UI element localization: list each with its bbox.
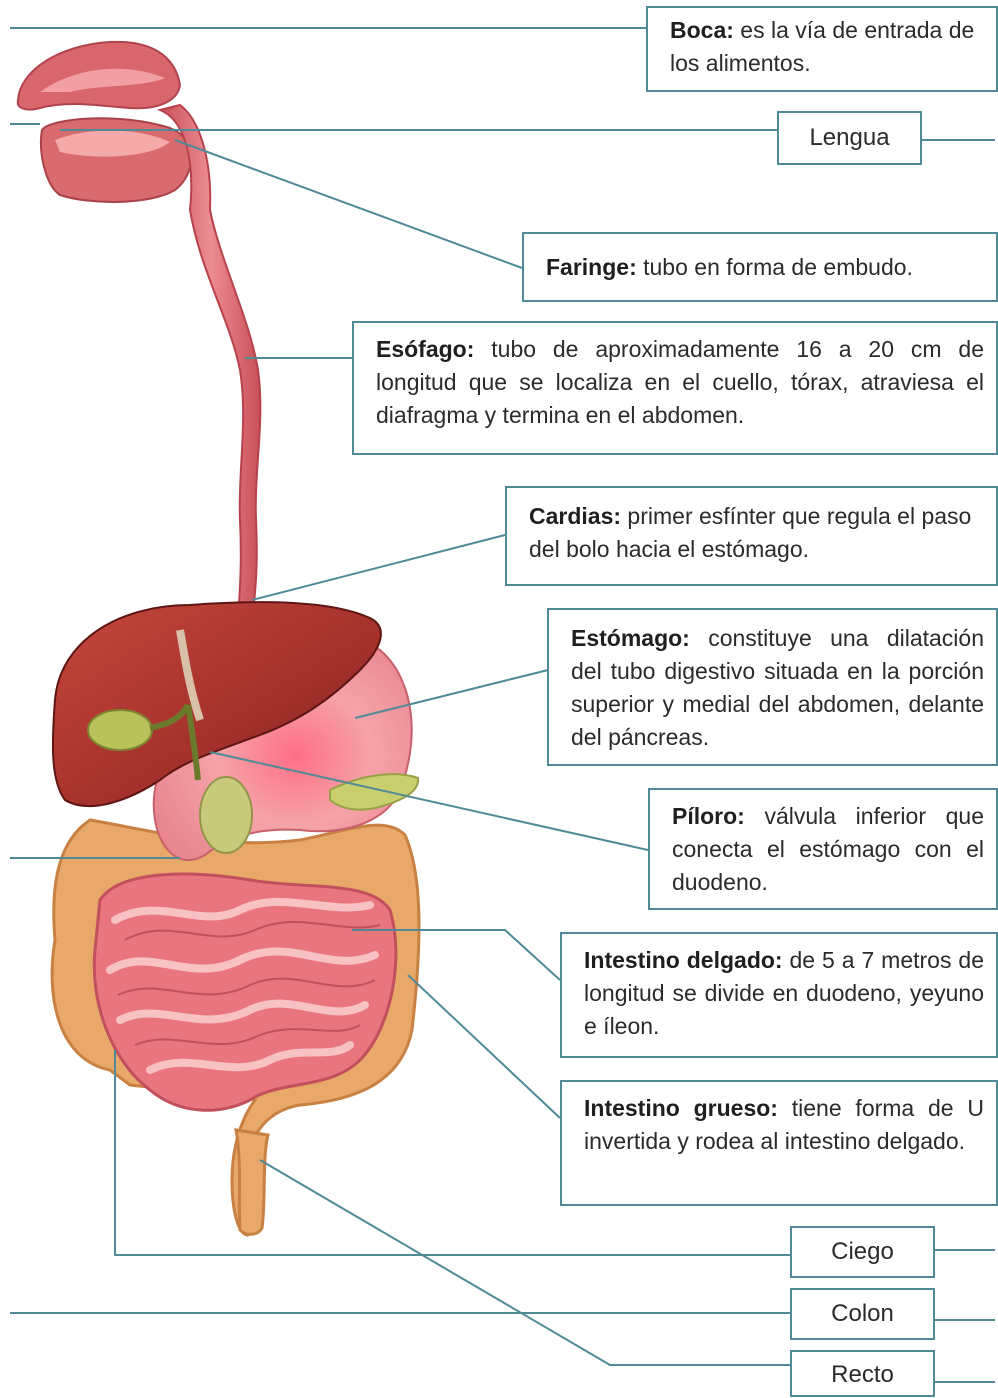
duodenum-illustration	[200, 777, 252, 853]
text-colon: Colon	[831, 1300, 894, 1327]
text-faringe: tubo en forma de embudo.	[637, 254, 913, 280]
leader-line-cardias	[252, 535, 505, 600]
text-recto: Recto	[831, 1361, 894, 1388]
term-faringe: Faringe:	[546, 254, 637, 280]
term-boca: Boca:	[670, 17, 734, 43]
label-box-esofago: Esófago: tubo de aproximadamente 16 a 20…	[352, 321, 998, 455]
term-esofago: Esófago:	[376, 336, 474, 362]
text-lengua: Lengua	[809, 124, 889, 151]
term-piloro: Píloro:	[672, 803, 745, 829]
label-box-piloro: Píloro: válvula inferior que conecta el …	[648, 788, 998, 910]
label-box-ciego: Ciego	[790, 1226, 935, 1278]
term-intestino-delgado: Intestino delgado:	[584, 947, 783, 973]
label-box-faringe: Faringe: tubo en forma de embudo.	[522, 232, 998, 302]
label-box-lengua: Lengua	[777, 111, 922, 165]
term-estomago: Estómago:	[571, 625, 690, 651]
label-box-cardias: Cardias: primer esfínter que regula el p…	[505, 486, 998, 586]
leader-line-faringe	[175, 140, 522, 268]
label-box-intestino-grueso: Intestino grueso: tiene forma de U inver…	[560, 1080, 998, 1206]
label-box-intestino-delgado: Intestino delgado: de 5 a 7 metros de lo…	[560, 932, 998, 1058]
rectum-illustration	[236, 1130, 268, 1234]
text-ciego: Ciego	[831, 1238, 894, 1265]
label-box-boca: Boca: es la vía de entrada de los alimen…	[646, 6, 998, 92]
label-box-estomago: Estómago: constituye una dilatación del …	[547, 608, 998, 766]
label-box-colon: Colon	[790, 1288, 935, 1340]
label-box-recto: Recto	[790, 1350, 935, 1397]
term-intestino-grueso: Intestino grueso:	[584, 1095, 778, 1121]
mouth-illustration	[18, 42, 180, 110]
leader-line-intestino-grueso	[408, 975, 560, 1118]
term-cardias: Cardias:	[529, 503, 621, 529]
